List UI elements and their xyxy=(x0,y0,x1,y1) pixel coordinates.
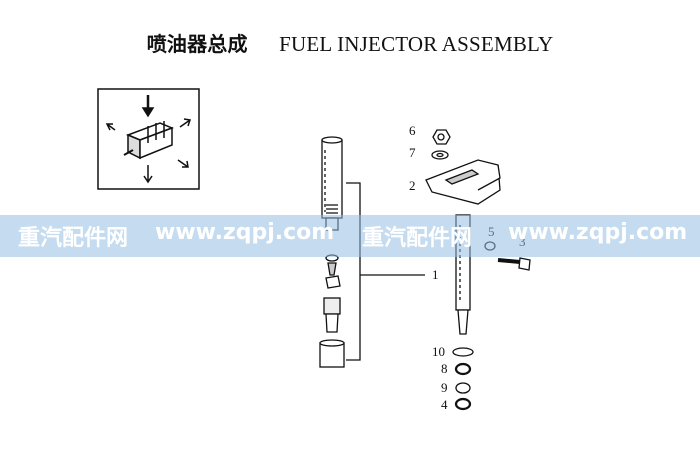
watermark-url: www.zqpj.com xyxy=(155,220,335,245)
callout-10: 10 xyxy=(432,344,445,359)
callout-1: 1 xyxy=(432,267,439,282)
watermark-text: 重汽配件网 xyxy=(18,226,129,251)
callout-6: 6 xyxy=(409,123,416,138)
title-chinese: 喷油器总成 xyxy=(146,32,248,56)
title-english: FUEL INJECTOR ASSEMBLY xyxy=(279,32,554,56)
callout-2: 2 xyxy=(409,178,416,193)
diagram-title: 喷油器总成 FUEL INJECTOR ASSEMBLY xyxy=(0,28,700,57)
callout-4: 4 xyxy=(441,397,448,412)
callout-9: 9 xyxy=(441,380,448,395)
orientation-inset xyxy=(97,88,200,190)
callout-8: 8 xyxy=(441,361,448,376)
watermark-band: 重汽配件网 www.zqpj.com 重汽配件网 www.zqpj.com xyxy=(0,215,700,257)
callout-7: 7 xyxy=(409,145,416,160)
watermark-text: 重汽配件网 xyxy=(362,226,473,251)
watermark-url: www.zqpj.com xyxy=(508,220,688,245)
